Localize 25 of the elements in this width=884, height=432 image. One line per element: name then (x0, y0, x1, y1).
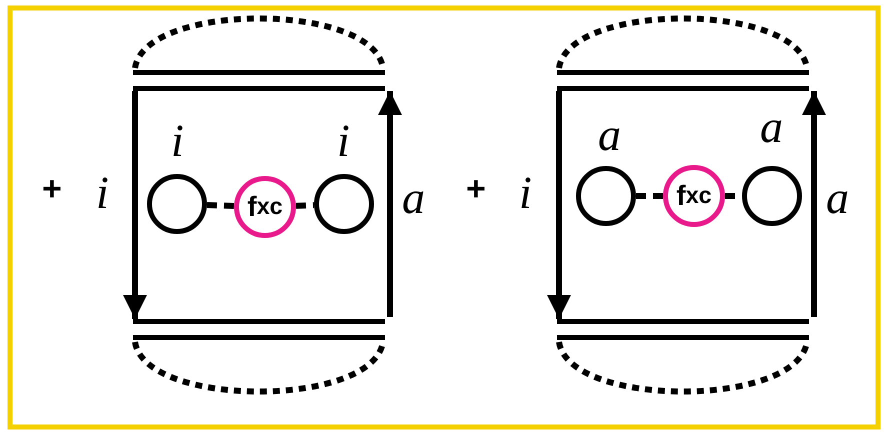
dashed-connector (296, 202, 314, 209)
vertex-circle (314, 174, 374, 234)
vertex-circle (147, 174, 207, 234)
double-line (557, 70, 809, 91)
double-line (557, 319, 809, 340)
arrow (378, 91, 402, 317)
index-label: a (598, 112, 621, 158)
vertex-circle (576, 166, 636, 226)
index-label: a (760, 104, 783, 150)
arrow (802, 91, 826, 317)
double-line (133, 70, 385, 91)
dashed-connector (636, 193, 663, 199)
plus-sign: + (466, 172, 486, 206)
dashed-connector (206, 202, 234, 209)
index-label: a (826, 175, 849, 221)
double-line (133, 319, 385, 340)
index-label: a (402, 175, 425, 221)
vertex-circle (742, 166, 802, 226)
index-label: i (337, 118, 350, 164)
plus-sign: + (42, 172, 62, 206)
index-label: i (519, 170, 532, 216)
arrow (547, 91, 571, 319)
index-label: i (171, 118, 184, 164)
index-label: i (96, 170, 109, 216)
arrow (123, 91, 147, 319)
